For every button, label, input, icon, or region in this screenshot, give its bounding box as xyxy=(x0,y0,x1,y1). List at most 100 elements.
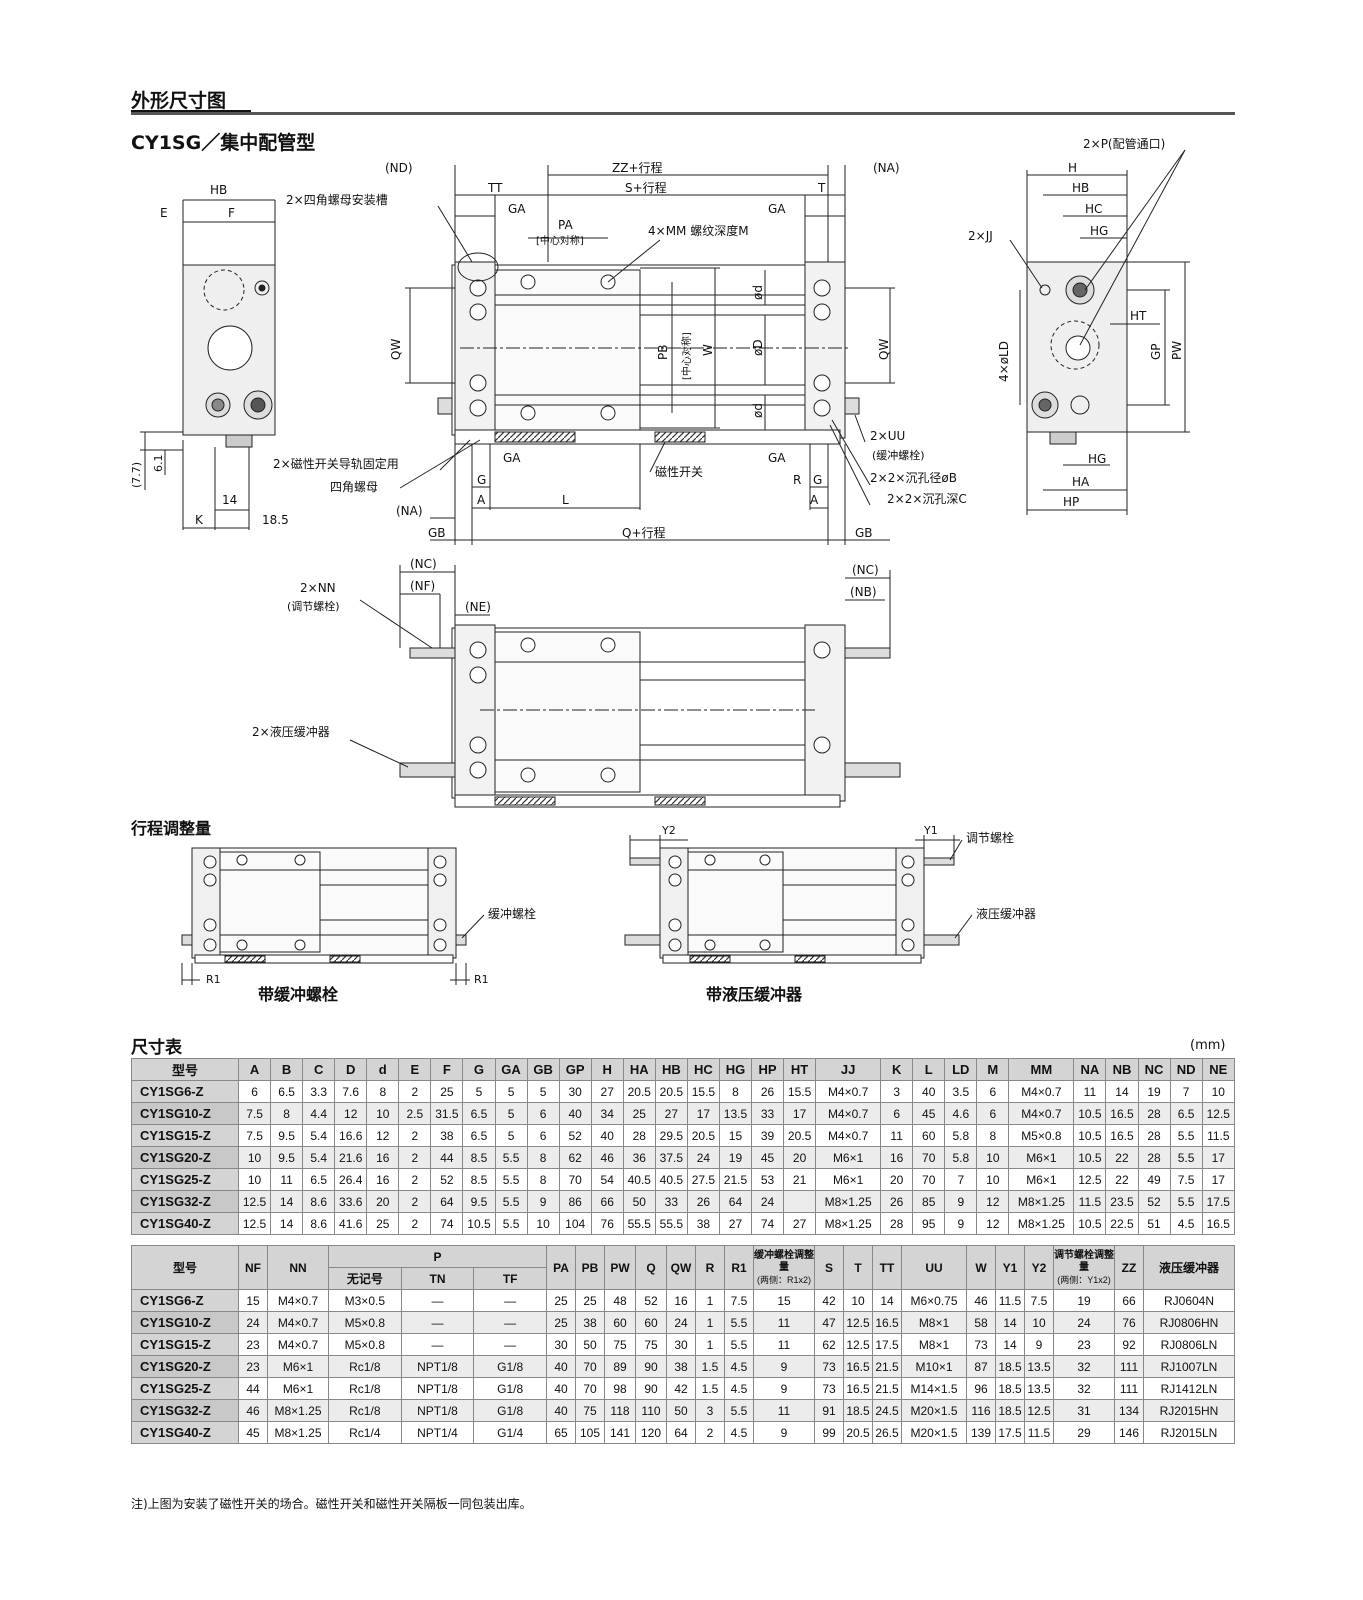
table-cell: 111 xyxy=(1114,1377,1144,1400)
table-cell: 44 xyxy=(238,1377,268,1400)
table-cell: 11.5 xyxy=(1201,1124,1236,1147)
label-oD: øD xyxy=(751,339,765,356)
table-cell: 64 xyxy=(430,1190,464,1213)
table-cell: 50 xyxy=(622,1190,656,1213)
th-s: S xyxy=(814,1245,844,1290)
label-od-top: ød xyxy=(751,285,765,300)
table-cell: 33 xyxy=(654,1190,688,1213)
table-cell: 22 xyxy=(1105,1146,1139,1169)
dimension-table-2: 型号 NF NN P PA PB PW Q QW R R1 缓冲螺栓调整量 (两… xyxy=(131,1245,1235,1444)
th-col-8: G xyxy=(462,1058,496,1081)
table-cell: 48 xyxy=(604,1289,636,1312)
table-cell: 15 xyxy=(753,1289,815,1312)
table-cell: 9 xyxy=(753,1421,815,1444)
table-cell: M8×1.25 xyxy=(1008,1212,1075,1235)
table-cell: 11.5 xyxy=(995,1289,1025,1312)
table-cell: 21.5 xyxy=(872,1355,902,1378)
table-cell: 8 xyxy=(526,1168,560,1191)
label-ga-top-left: GA xyxy=(508,202,526,216)
table-cell: — xyxy=(400,1333,475,1356)
table-cell: 51 xyxy=(1137,1212,1171,1235)
table-cell: 9.5 xyxy=(270,1146,304,1169)
table-cell: 25 xyxy=(366,1212,400,1235)
table-cell: 24.5 xyxy=(872,1399,902,1422)
table-cell: 73 xyxy=(814,1355,844,1378)
table-cell: 33.6 xyxy=(334,1190,368,1213)
table-cell: 24 xyxy=(686,1146,720,1169)
th-col-2: B xyxy=(270,1058,304,1081)
label-q: Q+行程 xyxy=(622,525,666,540)
label-ha: HA xyxy=(1072,475,1090,489)
unit-label: (mm) xyxy=(1190,1038,1226,1053)
table-cell: 70 xyxy=(912,1146,946,1169)
table-cell: 1.5 xyxy=(695,1355,725,1378)
table-cell: 26.5 xyxy=(872,1421,902,1444)
table-cell: 28 xyxy=(1137,1102,1171,1125)
table-cell: 27.5 xyxy=(686,1168,720,1191)
table-cell: 10.5 xyxy=(1073,1124,1107,1147)
model-cell: CY1SG40-Z xyxy=(131,1421,239,1444)
table-cell: 2 xyxy=(398,1080,432,1103)
th-qw: QW xyxy=(666,1245,696,1290)
table-cell: 38 xyxy=(686,1212,720,1235)
table-cell: 10 xyxy=(1024,1311,1054,1334)
th-model: 型号 xyxy=(131,1245,239,1290)
table-cell: 5 xyxy=(494,1080,528,1103)
dimension-drawing: (ND) ZZ+行程 (NA) TT S+行程 T GA GA PA [中心对称… xyxy=(130,136,1190,986)
table-cell: 10.5 xyxy=(1073,1146,1107,1169)
table-cell: 5.8 xyxy=(944,1146,978,1169)
table-cell: 16.5 xyxy=(1105,1124,1139,1147)
table-cell: 14 xyxy=(872,1289,902,1312)
label-uu-note: (缓冲螺栓) xyxy=(872,448,925,462)
table-cell: 70 xyxy=(912,1168,946,1191)
label-nf: (NF) xyxy=(410,579,435,593)
table-cell: 2 xyxy=(398,1212,432,1235)
model-cell: CY1SG15-Z xyxy=(131,1333,239,1356)
table-cell: 52 xyxy=(558,1124,592,1147)
table-cell: 32 xyxy=(1053,1355,1115,1378)
table-cell: 9 xyxy=(944,1212,978,1235)
label-hg-top: HG xyxy=(1090,224,1108,238)
label-y1: Y1 xyxy=(923,824,938,837)
table-cell: 9.5 xyxy=(270,1124,304,1147)
label-na: (NA) xyxy=(873,161,900,175)
th-adjust-bolt-label: 调节螺栓调整量 xyxy=(1054,1249,1114,1273)
label-cushion-bolt: 缓冲螺栓 xyxy=(488,906,536,921)
table-cell: 8.5 xyxy=(462,1146,496,1169)
table-cell: 42 xyxy=(814,1289,844,1312)
table-cell: — xyxy=(400,1311,475,1334)
th-pw: PW xyxy=(604,1245,636,1290)
table-cell: 9 xyxy=(526,1190,560,1213)
table-cell: 10.5 xyxy=(462,1212,496,1235)
table-cell: 2 xyxy=(398,1124,432,1147)
table-cell: 55.5 xyxy=(654,1212,688,1235)
table-cell: — xyxy=(400,1289,475,1312)
table-cell: 26.4 xyxy=(334,1168,368,1191)
table-cell: 105 xyxy=(575,1421,605,1444)
table-cell: G1/8 xyxy=(473,1399,547,1422)
table-cell: 9 xyxy=(753,1355,815,1378)
label-ga-bottom-right: GA xyxy=(768,451,786,465)
label-nd: (ND) xyxy=(385,161,413,175)
table-cell: 5.4 xyxy=(302,1146,336,1169)
table-cell: 41.6 xyxy=(334,1212,368,1235)
table-cell: 6 xyxy=(526,1124,560,1147)
table-cell: 5.5 xyxy=(494,1146,528,1169)
table-cell: 8.6 xyxy=(302,1212,336,1235)
table-cell: 11 xyxy=(1073,1080,1107,1103)
label-nc-right: (NC) xyxy=(852,563,879,577)
th-col-28: ND xyxy=(1169,1058,1203,1081)
table-cell: 6.5 xyxy=(270,1080,304,1103)
th-p-none: 无记号 xyxy=(328,1267,402,1290)
th-col-1: A xyxy=(237,1058,272,1081)
table-cell: 2 xyxy=(398,1190,432,1213)
table-cell: 5 xyxy=(494,1124,528,1147)
th-col-0: 型号 xyxy=(131,1058,239,1081)
table-cell: 85 xyxy=(912,1190,946,1213)
table-cell: M5×0.8 xyxy=(328,1311,402,1334)
table-cell: M8×1 xyxy=(901,1311,967,1334)
label-switch-rail: 2×磁性开关导轨固定用 xyxy=(273,456,399,471)
